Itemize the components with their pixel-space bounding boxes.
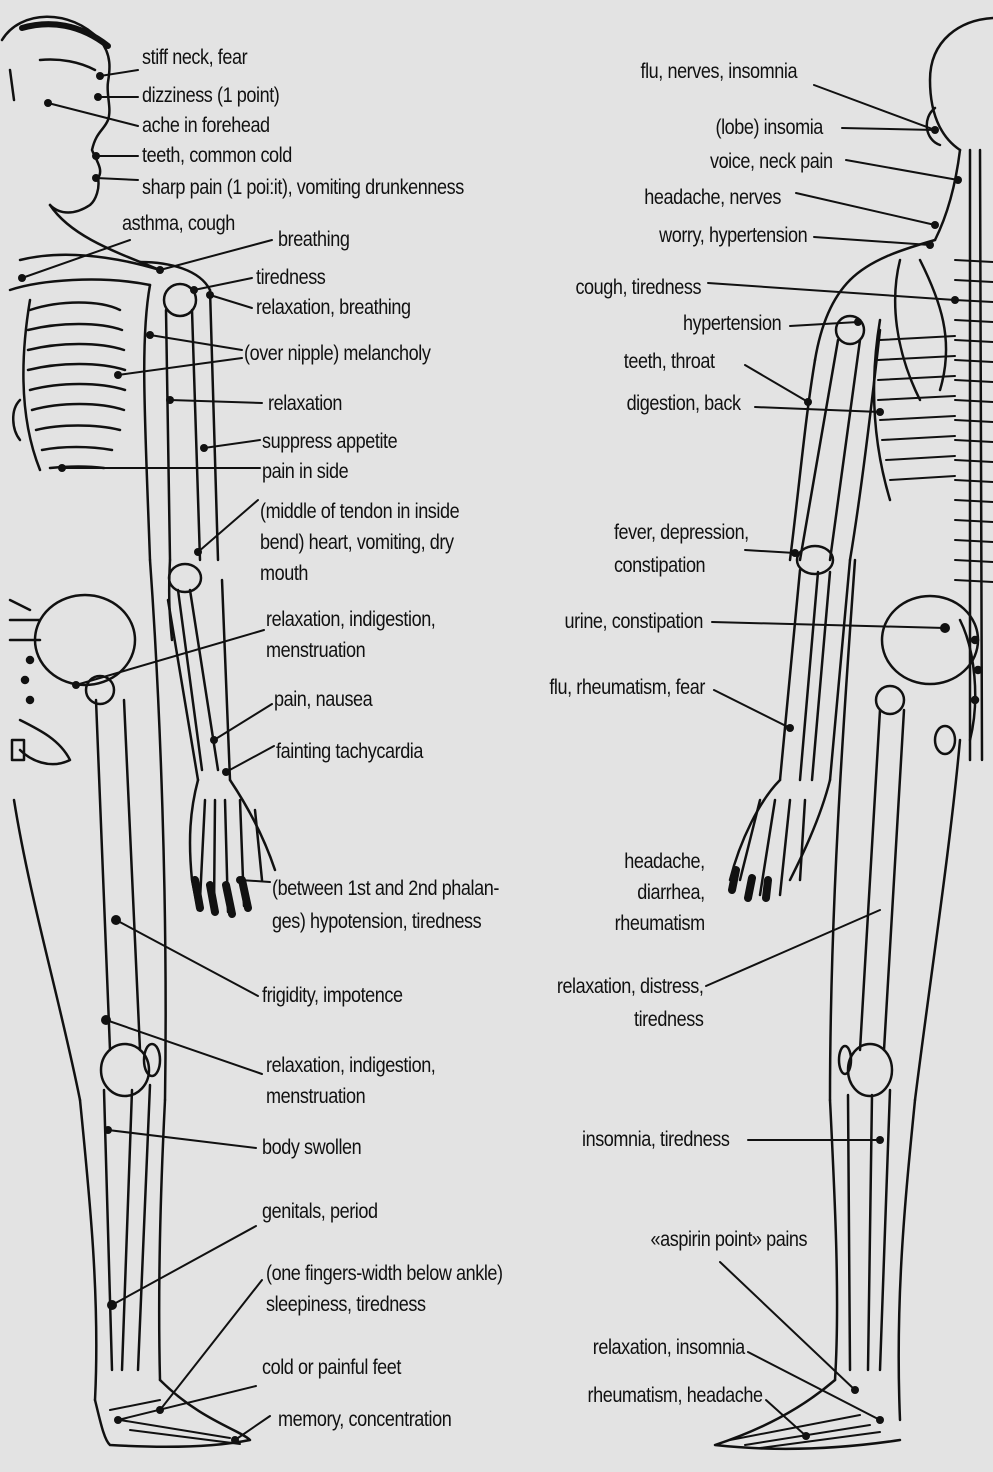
- label-voice: voice, neck pain: [710, 150, 833, 174]
- label-headache-diarrhea: headache, diarrhea, rheumatism: [615, 846, 705, 939]
- label-genitals: genitals, period: [262, 1200, 378, 1224]
- label-suppress-appetite: suppress appetite: [262, 430, 397, 454]
- label-breathing: breathing: [278, 228, 349, 252]
- label-cough: cough, tiredness: [575, 276, 701, 300]
- label-tiredness: tiredness: [256, 266, 325, 290]
- label-distress: relaxation, distress, tiredness: [556, 970, 703, 1036]
- label-pain-side: pain in side: [262, 460, 348, 484]
- label-relax-breathing: relaxation, breathing: [256, 296, 411, 320]
- label-pain-nausea: pain, nausea: [274, 688, 372, 712]
- front-points: [18, 72, 244, 1444]
- label-dizziness: dizziness (1 point): [142, 84, 279, 108]
- label-ache-forehead: ache in forehead: [142, 114, 270, 138]
- label-teeth-cold: teeth, common cold: [142, 144, 292, 168]
- label-stiff-neck: stiff neck, fear: [142, 46, 247, 70]
- label-teeth-throat: teeth, throat: [624, 350, 715, 374]
- label-body-swollen: body swollen: [262, 1136, 361, 1160]
- label-headache-nerves: headache, nerves: [644, 186, 781, 210]
- label-rheumatism-headache: rheumatism, headache: [588, 1384, 763, 1408]
- label-asthma: asthma, cough: [122, 212, 235, 236]
- label-relax-insomnia: relaxation, insomnia: [593, 1336, 745, 1360]
- label-urine: urine, constipation: [565, 610, 703, 634]
- label-fever: fever, depression, constipation: [614, 516, 749, 582]
- back-points: [786, 126, 962, 1440]
- label-flu-rheumatism: flu, rheumatism, fear: [549, 676, 705, 700]
- label-flu-nerves: flu, nerves, insomnia: [640, 60, 797, 84]
- label-phalanges: (between 1st and 2nd phalan- ges) hypote…: [272, 872, 499, 938]
- label-nipple: (over nipple) melancholy: [244, 342, 430, 366]
- label-digestion: digestion, back: [627, 392, 741, 416]
- label-cold-feet: cold or painful feet: [262, 1356, 401, 1380]
- label-sharp-pain: sharp pain (1 poi:it), vomiting drunkenn…: [142, 176, 464, 200]
- label-aspirin: «aspirin point» pains: [650, 1228, 807, 1252]
- label-relaxation: relaxation: [268, 392, 342, 416]
- label-memory: memory, concentration: [278, 1408, 451, 1432]
- label-insomnia-tiredness: insomnia, tiredness: [582, 1128, 729, 1152]
- label-tendon: (middle of tendon in inside bend) heart,…: [260, 496, 459, 589]
- label-worry: worry, hypertension: [659, 224, 807, 248]
- label-frigidity: frigidity, impotence: [262, 984, 403, 1008]
- label-relax-indigestion-1: relaxation, indigestion, menstruation: [266, 604, 435, 666]
- label-lobe: (lobe) insomia: [716, 116, 823, 140]
- front-leaders: [22, 70, 274, 1440]
- label-fainting: fainting tachycardia: [276, 740, 423, 764]
- label-ankle: (one fingers-width below ankle) sleepine…: [266, 1258, 503, 1320]
- label-relax-indigestion-2: relaxation, indigestion, menstruation: [266, 1050, 435, 1112]
- label-hypertension: hypertension: [683, 312, 781, 336]
